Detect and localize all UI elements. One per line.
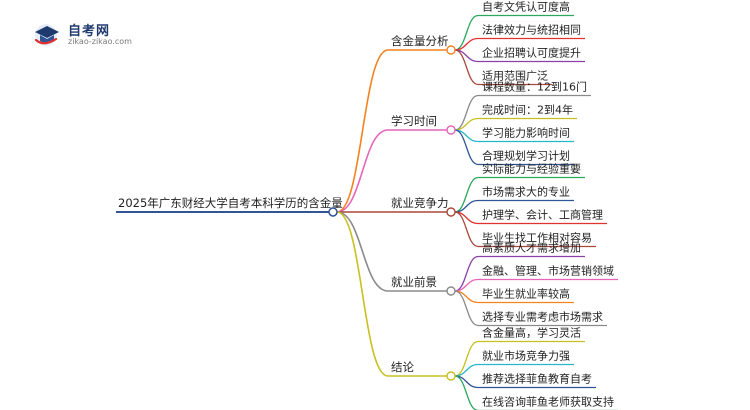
branch-to-leaf-link: [454, 290, 479, 327]
leaf-node[interactable]: 含金量高，学习灵活: [482, 326, 581, 340]
leaf-node[interactable]: 毕业生找工作相对容易: [482, 231, 592, 245]
leaf-node[interactable]: 完成时间：2到4年: [482, 103, 573, 117]
branch-connector: [446, 45, 456, 55]
leaf-node[interactable]: 课程数量：12到16门: [482, 80, 587, 94]
root-to-branch-link: [336, 211, 389, 292]
logo-title: 自考网: [68, 24, 111, 39]
branch-connector: [446, 371, 456, 381]
root-to-branch-link: [336, 211, 389, 377]
branch-to-leaf-link: [454, 176, 479, 213]
leaf-node[interactable]: 高素质人才需求增加: [482, 241, 581, 255]
branch-node[interactable]: 结论: [391, 360, 414, 374]
leaf-node[interactable]: 实际能力与经验重要: [482, 162, 581, 176]
logo-subtitle: zikao-zikao.com: [68, 37, 132, 46]
root-connector: [328, 207, 338, 217]
branch-connector: [446, 207, 456, 217]
leaf-node[interactable]: 毕业生就业率较高: [482, 287, 570, 301]
leaf-node[interactable]: 法律效力与统招相同: [482, 23, 581, 37]
leaf-node[interactable]: 自考文凭认可度高: [482, 0, 570, 14]
branch-to-leaf-link: [454, 49, 479, 86]
graduation-cap-logo-icon: [34, 24, 59, 46]
branch-to-leaf-link: [454, 255, 479, 292]
root-node[interactable]: 2025年广东财经大学自考本科学历的含金量: [118, 196, 343, 210]
branch-node[interactable]: 就业竞争力: [391, 196, 449, 210]
site-logo[interactable]: 自考网 zikao-zikao.com: [32, 18, 152, 50]
branch-to-leaf-link: [454, 340, 479, 377]
root-to-branch-link: [336, 49, 389, 213]
leaf-node[interactable]: 市场需求大的专业: [482, 185, 570, 199]
branch-to-leaf-link: [454, 211, 479, 248]
leaf-node[interactable]: 就业市场竞争力强: [482, 349, 570, 363]
branch-connector: [446, 125, 456, 135]
branch-node[interactable]: 含金量分析: [391, 34, 449, 48]
branch-connector: [446, 286, 456, 296]
root-to-branch-link: [336, 129, 389, 213]
leaf-node[interactable]: 在线咨询菲鱼老师获取支持: [482, 395, 614, 409]
leaf-node[interactable]: 学习能力影响时间: [482, 126, 570, 140]
mind-map-links: [116, 14, 618, 410]
leaf-node[interactable]: 合理规划学习计划: [482, 149, 570, 163]
leaf-node[interactable]: 适用范围广泛: [482, 69, 548, 83]
branch-node[interactable]: 学习时间: [391, 114, 437, 128]
branch-to-leaf-link: [454, 94, 479, 131]
mind-map-nodes: 2025年广东财经大学自考本科学历的含金量 含金量分析 自考文凭认可度高法律效力与统…: [118, 0, 614, 409]
leaf-node[interactable]: 金融、管理、市场营销领域: [482, 264, 614, 278]
leaf-node[interactable]: 推荐选择菲鱼教育自考: [482, 372, 592, 386]
leaf-node[interactable]: 企业招聘认可度提升: [482, 46, 581, 60]
branch-to-leaf-link: [454, 14, 479, 51]
branch-node[interactable]: 就业前景: [391, 275, 437, 289]
branch-to-leaf-link: [454, 129, 479, 166]
leaf-node[interactable]: 选择专业需考虑市场需求: [482, 310, 603, 324]
leaf-node[interactable]: 护理学、会计、工商管理: [482, 208, 603, 222]
